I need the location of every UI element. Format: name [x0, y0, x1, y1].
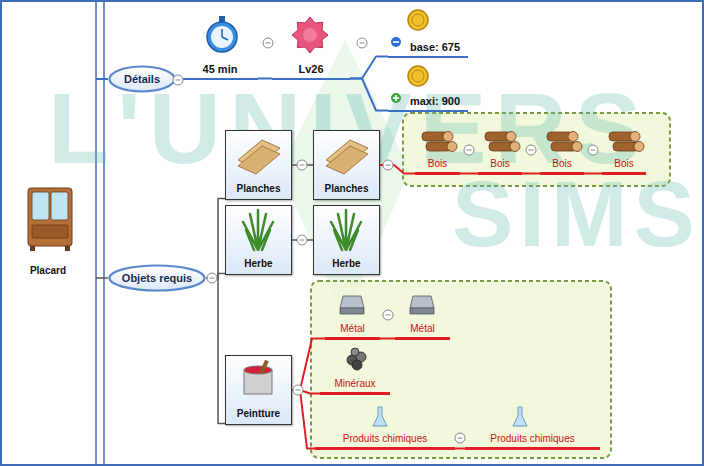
node-label: 45 min [203, 63, 238, 75]
connector-line [96, 277, 108, 279]
connector-line [96, 78, 108, 80]
node-label: Herbe [244, 258, 272, 269]
node-label: Planches [237, 183, 281, 194]
panel-divider [95, 0, 97, 466]
detail-node: maxi: 900 [388, 62, 468, 112]
node-label: Placard [30, 265, 66, 276]
collapse-toggle [173, 38, 598, 443]
node-label: Objets requis [122, 272, 192, 284]
connector-line [380, 338, 395, 340]
ellipse-shape [110, 266, 205, 291]
panel-divider [103, 0, 105, 466]
node-label: Peintture [237, 408, 280, 419]
ingredient-node: Produits chimiques [465, 405, 600, 450]
connector-line [206, 199, 225, 279]
minerals-icon [347, 348, 366, 370]
connector-line [258, 78, 272, 80]
connector-line [350, 79, 388, 111]
node-label: Bois [428, 158, 447, 169]
stopwatch-icon [207, 16, 237, 52]
connector-line [584, 173, 602, 175]
coin-icon [408, 10, 428, 86]
node-label: Bois [490, 158, 509, 169]
node-label: Planches [325, 183, 369, 194]
connector-line [350, 57, 388, 79]
node-label: base: 675 [410, 41, 460, 53]
node-label: Minéraux [334, 378, 375, 389]
node-label: Métal [340, 323, 364, 334]
plus-badge [391, 93, 401, 103]
node-label: Détails [124, 73, 160, 85]
paint-can-icon [244, 360, 272, 394]
node-label: Bois [614, 158, 633, 169]
section-ellipse: Objets requis [108, 264, 206, 292]
chemical-flask-icon [373, 407, 527, 426]
node-label: Métal [410, 323, 434, 334]
detail-node: base: 675 [388, 8, 468, 58]
node-label: Bois [552, 158, 571, 169]
connector-line [292, 339, 325, 391]
grass-icon [243, 210, 361, 250]
watermark-text: SIMS [452, 168, 701, 260]
level-gear-icon [292, 17, 328, 53]
node-label: Produits chimiques [343, 433, 427, 444]
connector-line [522, 173, 540, 175]
node-label: Produits chimiques [490, 433, 574, 444]
cabinet-icon [28, 188, 72, 251]
node-label: Lv26 [298, 63, 323, 75]
connector-line [455, 448, 465, 450]
ellipse-shape [110, 67, 175, 92]
node-label: Herbe [332, 258, 360, 269]
connector-line [292, 390, 315, 449]
group-frame [311, 281, 611, 458]
connector-line [460, 173, 478, 175]
node-label: maxi: 900 [410, 95, 460, 107]
planks-icon [238, 140, 368, 174]
connector-line [206, 278, 225, 424]
ingredient-node: Produits chimiques [315, 405, 455, 450]
minus-badge [391, 37, 401, 47]
section-ellipse: Détails [108, 65, 176, 93]
